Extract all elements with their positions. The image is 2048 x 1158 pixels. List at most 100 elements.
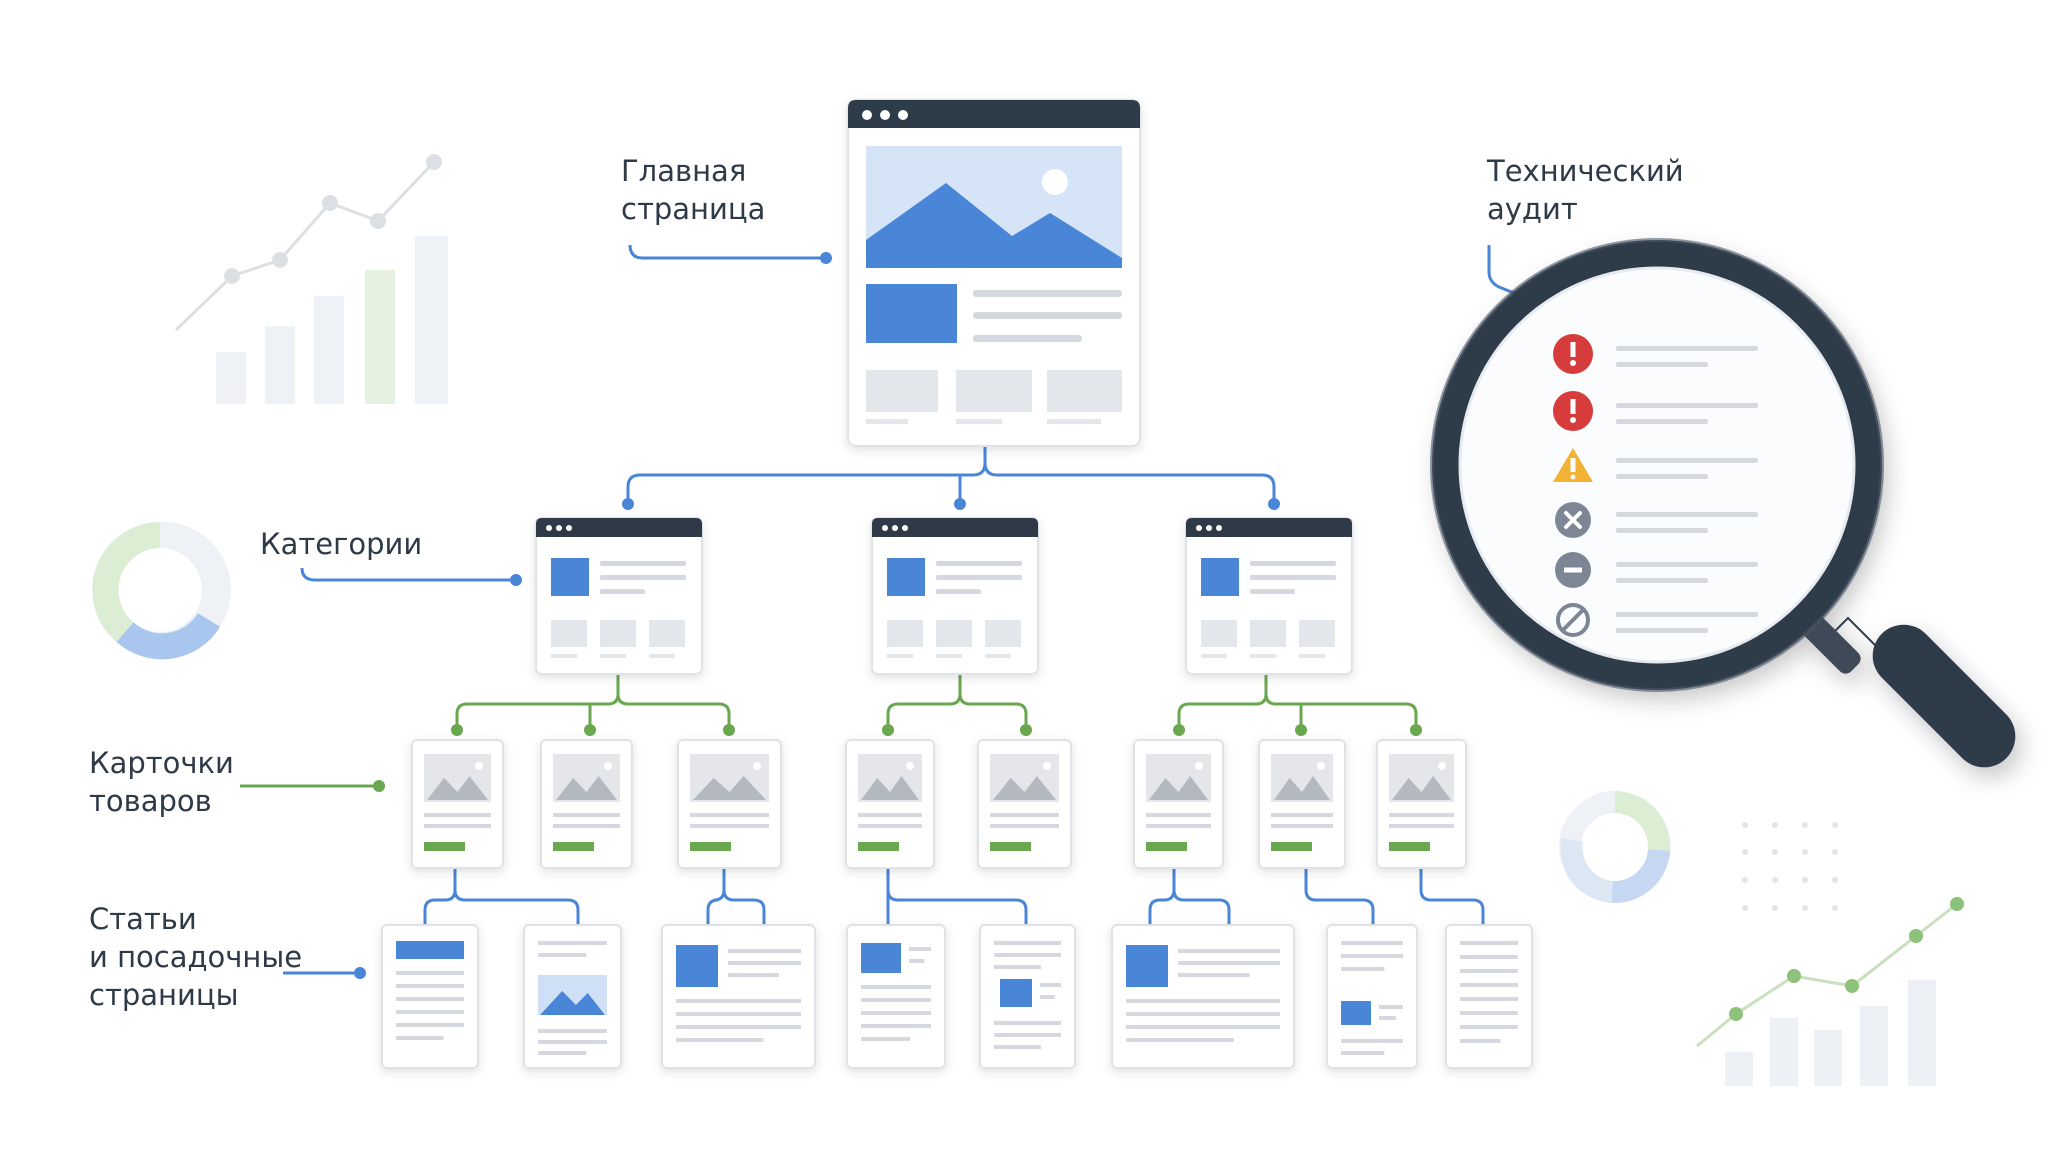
product-price-bar [858,842,899,851]
label-product-cards-line-1: Карточки [89,746,234,780]
product-image-mountain [861,776,919,800]
connector-dots-top [622,498,1280,510]
product-image-sun [1438,762,1446,770]
label-categories: Категории [260,525,422,563]
text-line [1126,1038,1234,1042]
text-line [396,984,464,988]
product-card [677,739,782,869]
product-image-mountain [993,776,1056,800]
text-line [676,1025,801,1029]
product-image-mountain [427,776,488,800]
text-line [600,589,645,594]
window-dot [1206,525,1212,531]
product-card [1133,739,1224,869]
text-line [994,965,1041,969]
text-line [1178,949,1280,953]
product-image-sun [906,762,914,770]
product-card [977,739,1072,869]
category-window [535,517,703,675]
background-chart-top-left [174,154,448,404]
text-line [690,824,769,828]
text-line [858,813,922,817]
label-product-cards: Карточки товаров [89,744,234,820]
article-header-block [396,941,464,959]
label-audit: Технический аудит [1487,152,1684,228]
audit-row [1555,552,1758,588]
article-page-frame [381,924,479,1069]
error-mark [1570,342,1576,357]
text-line [676,1012,801,1016]
background-dot-grid [1742,822,1838,911]
text-line [994,1033,1061,1037]
article-page [979,924,1076,1069]
article-image-block [1341,1001,1371,1025]
article-page [846,924,946,1069]
text-line [1250,575,1336,580]
text-line [728,961,801,965]
text-line [728,973,780,977]
text-line [861,998,931,1002]
product-price-bar [553,842,594,851]
label-homepage: Главная страница [621,152,765,228]
category-thumbnail [936,620,972,647]
article-page [1111,924,1295,1069]
warning-mark [1570,458,1576,472]
text-line [1460,941,1518,945]
audit-text-line [1616,562,1758,567]
label-homepage-line-1: Главная [621,154,747,188]
label-audit-line-2: аудит [1487,192,1578,226]
product-image-sun [1043,762,1051,770]
category-window [1185,517,1353,675]
text-line [1271,813,1333,817]
text-line [396,997,464,1001]
window-dot [892,525,898,531]
text-line [1389,813,1454,817]
article-image-block [1000,979,1032,1007]
text-line [994,953,1061,957]
label-articles-line-1: Статьи [89,902,197,936]
category-thumbnail-caption [1299,654,1325,658]
text-line [1460,1011,1518,1015]
audit-row [1553,391,1758,431]
category-windows [535,517,1353,675]
product-price-bar [1146,842,1187,851]
article-image-block [861,943,901,973]
category-thumbnail-caption [985,654,1011,658]
product-image-mountain [1392,776,1451,800]
text-line [1341,954,1403,958]
category-window-titlebar [536,518,702,537]
category-thumbnail [1299,620,1335,647]
text-line [690,813,769,817]
audit-text-line [1616,362,1708,367]
text-line [1341,967,1385,971]
audit-text-line [1616,458,1758,463]
label-categories-line-1: Категории [260,527,423,561]
article-image-mountain [540,991,605,1015]
text-line [990,813,1059,817]
text-line [861,985,931,989]
text-line [1379,1005,1403,1009]
label-articles: Статьи и посадочные страницы [89,900,302,1014]
text-line [396,971,464,975]
product-image-mountain [556,776,617,800]
product-card [845,739,935,869]
homepage-text-lines [973,290,1122,342]
connectors-blue-top [626,446,1276,503]
text-line [1250,561,1336,566]
product-cards [411,739,1467,869]
background-donut-right [1559,791,1671,904]
connectors-green [455,674,1418,728]
text-line [861,1011,931,1015]
category-thumbnail-caption [649,654,675,658]
article-image-block [1126,945,1168,987]
audit-row [1553,448,1758,482]
product-image-sun [604,762,612,770]
label-leader-lines [240,244,1525,979]
product-price-bar [1271,842,1312,851]
text-line [1126,999,1280,1003]
text-line [1126,1025,1280,1029]
error-dot [1570,360,1576,366]
error-dot [1570,417,1576,423]
category-thumbnail [600,620,636,647]
